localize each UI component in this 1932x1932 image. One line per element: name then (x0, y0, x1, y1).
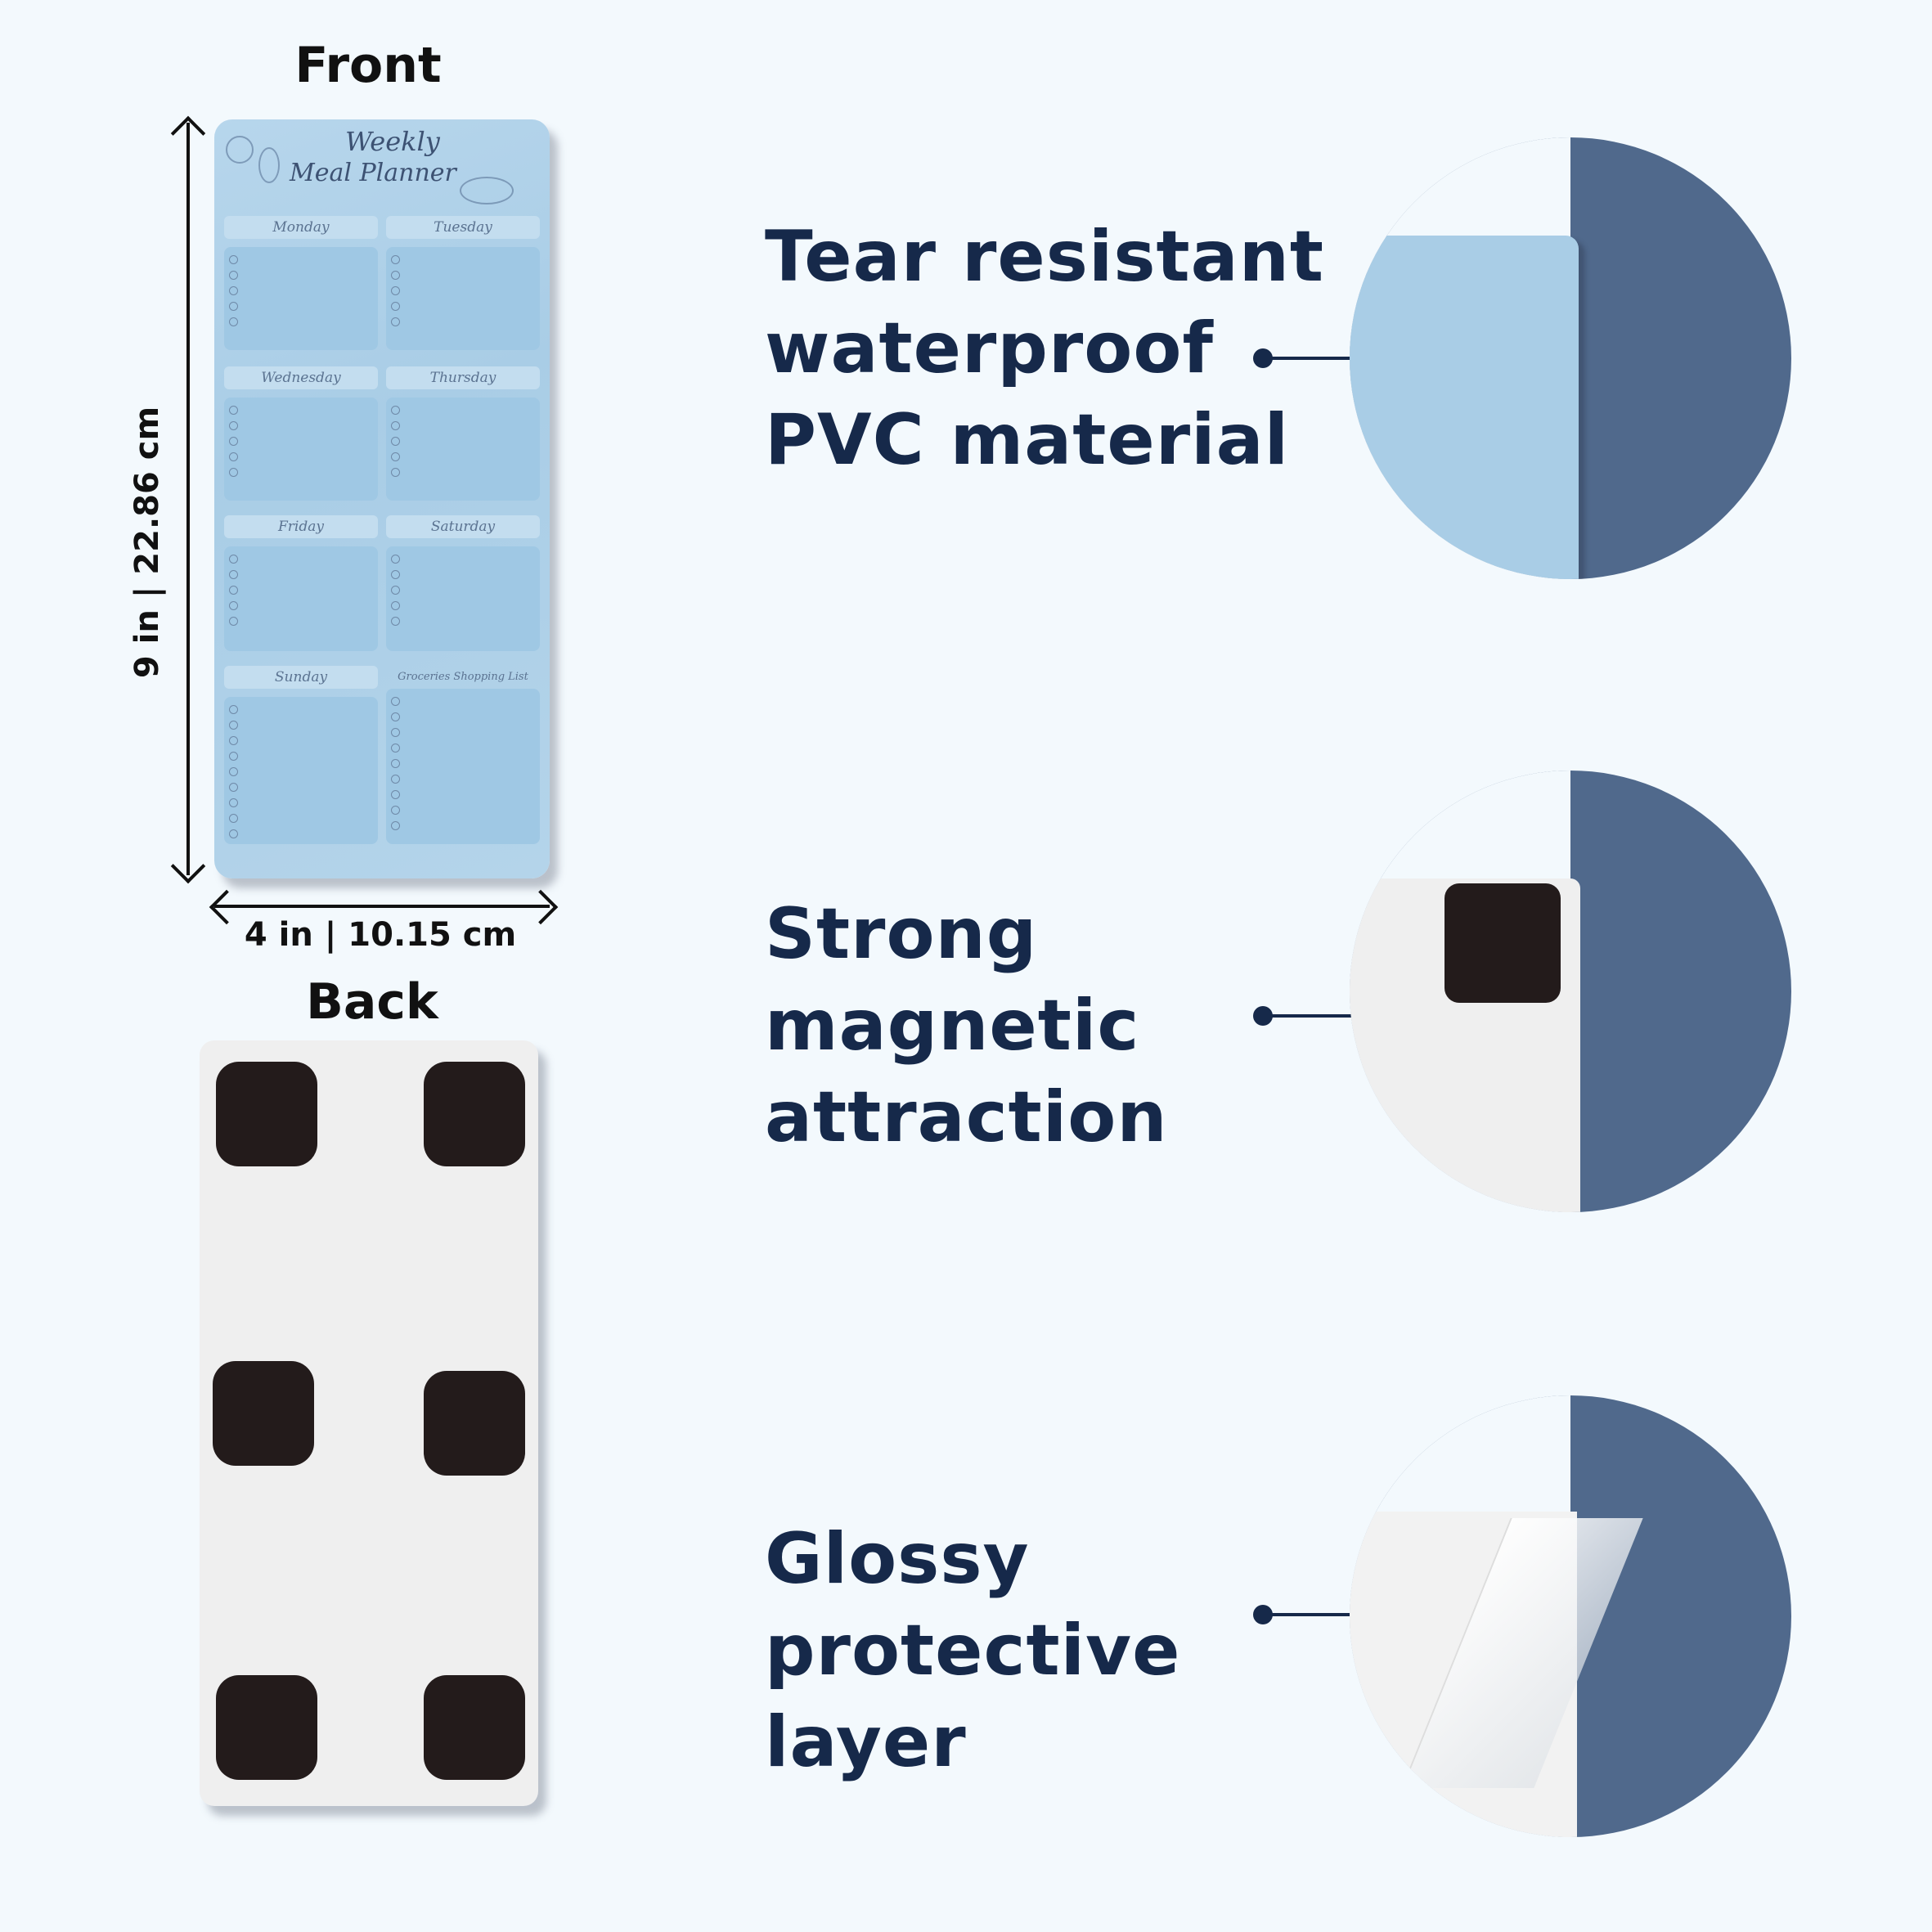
feature-line: magnetic (765, 985, 1140, 1067)
zoom-circle-waterproof (1350, 137, 1791, 579)
day-box-saturday (386, 546, 540, 651)
feature-line: waterproof (765, 308, 1214, 389)
arrow-down-icon (170, 848, 206, 884)
back-card (200, 1040, 538, 1806)
connector-line (1263, 357, 1358, 360)
magnet-square (424, 1371, 525, 1476)
day-label-wednesday: Wednesday (224, 366, 378, 389)
shopping-list-box (386, 689, 540, 844)
day-label-tuesday: Tuesday (386, 216, 540, 239)
feature-line: layer (765, 1701, 967, 1783)
front-planner: Weekly Meal Planner Monday Tuesday Wedne… (214, 119, 550, 878)
checkbox-list (391, 555, 400, 626)
checkbox-list (229, 705, 238, 838)
feature-line: Tear resistant (765, 216, 1325, 298)
height-dimension-label: 9 in | 22.86 cm (128, 406, 166, 679)
burger-doodle-icon (460, 177, 514, 204)
magnet-square (216, 1675, 317, 1780)
feature-waterproof: Tear resistant waterproof PVC material (765, 211, 1324, 486)
zoom-circle-magnetic (1350, 771, 1791, 1212)
width-dimension-label: 4 in | 10.15 cm (244, 916, 517, 954)
height-dimension-line (186, 123, 190, 875)
day-box-wednesday (224, 398, 378, 501)
front-label: Front (294, 37, 442, 94)
width-dimension-line (214, 905, 550, 908)
feature-line: attraction (765, 1076, 1168, 1158)
day-box-thursday (386, 398, 540, 501)
day-box-monday (224, 247, 378, 350)
checkbox-list (229, 406, 238, 477)
planner-title-weekly: Weekly (345, 126, 440, 157)
zoom-planner-image (1350, 236, 1579, 579)
magnet-square (213, 1361, 314, 1466)
checkbox-list (229, 255, 238, 326)
connector-line (1263, 1613, 1358, 1616)
arrow-up-icon (170, 115, 206, 151)
feature-magnetic: Strong magnetic attraction (765, 888, 1168, 1163)
day-label-monday: Monday (224, 216, 378, 239)
day-box-friday (224, 546, 378, 651)
day-box-tuesday (386, 247, 540, 350)
day-label-saturday: Saturday (386, 515, 540, 538)
zoom-circle-glossy (1350, 1395, 1791, 1837)
day-label-thursday: Thursday (386, 366, 540, 389)
feature-glossy: Glossy protective layer (765, 1513, 1180, 1788)
connector-line (1263, 1014, 1358, 1018)
feature-line: protective (765, 1610, 1181, 1692)
back-label: Back (306, 973, 438, 1031)
day-label-friday: Friday (224, 515, 378, 538)
zoom-magnet-square (1445, 883, 1561, 1003)
planner-title-meal-planner: Meal Planner (290, 159, 456, 187)
checkbox-list (229, 555, 238, 626)
shopping-list-label: Groceries Shopping List (398, 671, 528, 683)
magnet-square (424, 1675, 525, 1780)
day-box-sunday (224, 697, 378, 844)
checkbox-list (391, 406, 400, 477)
magnet-square (216, 1062, 317, 1166)
feature-line: PVC material (765, 399, 1290, 481)
magnet-square (424, 1062, 525, 1166)
checkbox-list (391, 697, 400, 830)
feature-line: Strong (765, 893, 1038, 975)
day-label-sunday: Sunday (224, 666, 378, 689)
feature-line: Glossy (765, 1518, 1030, 1600)
checkbox-list (391, 255, 400, 326)
pepper-doodle-icon (258, 147, 280, 183)
vegetable-doodle-icon (226, 136, 254, 164)
